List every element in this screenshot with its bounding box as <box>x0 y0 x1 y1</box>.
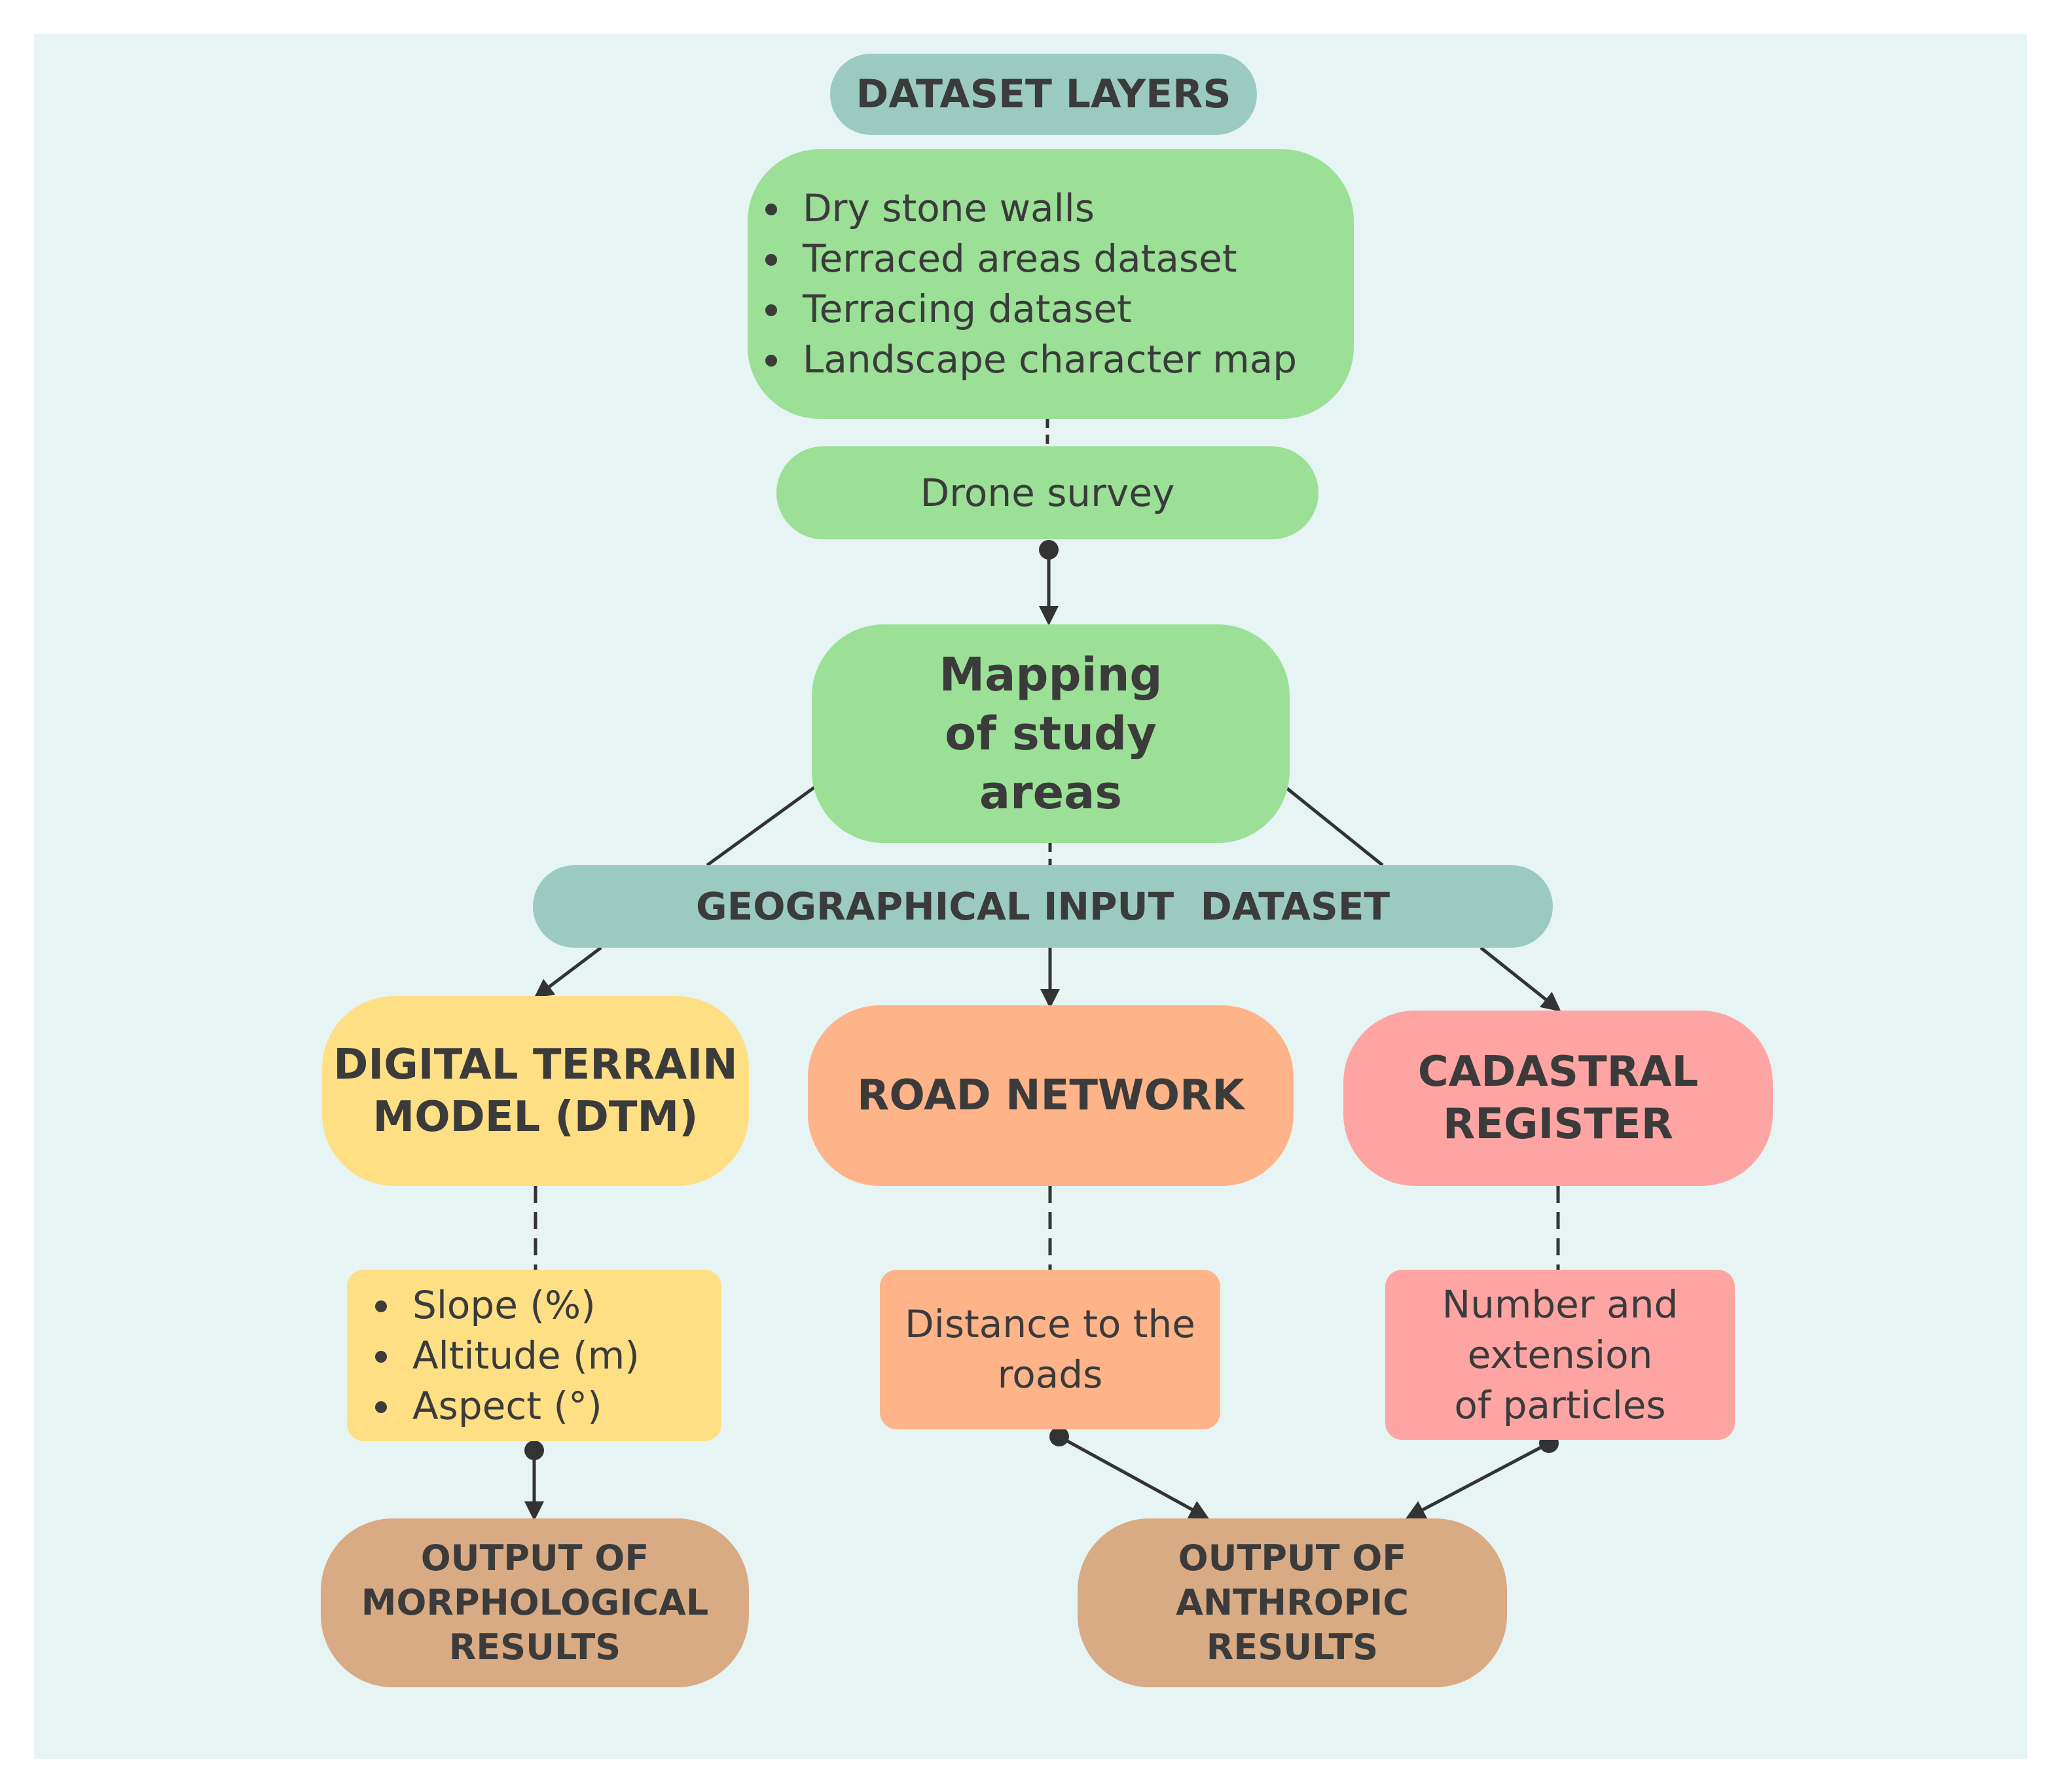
output-morphological-box: OUTPUT OF MORPHOLOGICAL RESULTS <box>321 1518 749 1687</box>
mapping-line: Mapping <box>939 648 1163 702</box>
cadastral-detail-line: Number and <box>1442 1281 1679 1327</box>
geographical-input-dataset-label: GEOGRAPHICAL INPUT DATASET <box>695 884 1390 929</box>
connector-mapping-left <box>706 785 816 867</box>
cadastral-details-box: Number and extension of particles <box>1385 1270 1735 1440</box>
cadastral-register-box: CADASTRAL REGISTER <box>1343 1011 1773 1186</box>
output-anthropic-line: RESULTS <box>1206 1626 1379 1668</box>
arrow-geo-to-cadastral <box>1480 946 1561 1012</box>
drone-survey-box: Drone survey <box>776 446 1318 539</box>
output-morph-line: OUTPUT OF <box>420 1537 649 1579</box>
mapping-line: of study <box>945 707 1157 761</box>
list-item: Slope (%) <box>403 1280 640 1331</box>
road-network-title: ROAD NETWORK <box>857 1071 1245 1120</box>
dtm-box: DIGITAL TERRAIN MODEL (DTM) <box>322 996 749 1186</box>
list-item: Landscape character map <box>793 334 1297 385</box>
output-morph-line: MORPHOLOGICAL <box>361 1582 709 1623</box>
output-anthropic-line: ANTHROPIC <box>1176 1582 1409 1623</box>
dataset-layers-header: DATASET LAYERS <box>830 54 1257 135</box>
dtm-title-line: DIGITAL TERRAIN <box>333 1041 738 1089</box>
list-item: Terraced areas dataset <box>793 234 1297 284</box>
road-details-box: Distance to the roads <box>880 1270 1220 1429</box>
cadastral-title-line: CADASTRAL <box>1417 1048 1699 1096</box>
connector-dot-dtm <box>524 1441 544 1460</box>
cadastral-title-line: REGISTER <box>1442 1100 1674 1149</box>
dtm-details-box: Slope (%) Altitude (m) Aspect (°) <box>347 1270 721 1441</box>
dataset-layers-title: DATASET LAYERS <box>856 71 1231 117</box>
dtm-details-list: Slope (%) Altitude (m) Aspect (°) <box>347 1280 640 1431</box>
connector-dot-drone <box>1039 540 1059 560</box>
drone-survey-label: Drone survey <box>920 471 1175 515</box>
dataset-layers-box: Dry stone walls Terraced areas dataset T… <box>748 149 1354 419</box>
list-item: Altitude (m) <box>403 1331 640 1381</box>
output-anthropic-line: OUTPUT OF <box>1178 1537 1407 1579</box>
output-anthropic-box: OUTPUT OF ANTHROPIC RESULTS <box>1078 1518 1507 1687</box>
connector-mapping-right <box>1284 786 1384 867</box>
dtm-title-line: MODEL (DTM) <box>372 1093 699 1141</box>
arrow-cadastral-to-output-anthropic <box>1405 1441 1550 1519</box>
cadastral-detail-line: extension <box>1467 1332 1653 1377</box>
arrow-road-to-output-anthropic <box>1058 1435 1210 1519</box>
connector-dot-road <box>1049 1427 1069 1446</box>
road-detail-line: roads <box>997 1352 1103 1397</box>
road-network-box: ROAD NETWORK <box>808 1005 1294 1186</box>
geographical-input-dataset-bar: GEOGRAPHICAL INPUT DATASET <box>533 865 1553 948</box>
output-morph-line: RESULTS <box>448 1626 621 1668</box>
cadastral-detail-line: of particles <box>1454 1382 1666 1427</box>
list-item: Dry stone walls <box>793 183 1297 234</box>
arrow-geo-to-dtm <box>534 946 602 999</box>
dataset-layers-list: Dry stone walls Terraced areas dataset T… <box>748 183 1297 385</box>
mapping-line: areas <box>979 766 1123 819</box>
road-detail-line: Distance to the <box>905 1302 1195 1346</box>
list-item: Terracing dataset <box>793 284 1297 334</box>
list-item: Aspect (°) <box>403 1381 640 1431</box>
mapping-study-areas-box: Mapping of study areas <box>812 624 1290 843</box>
